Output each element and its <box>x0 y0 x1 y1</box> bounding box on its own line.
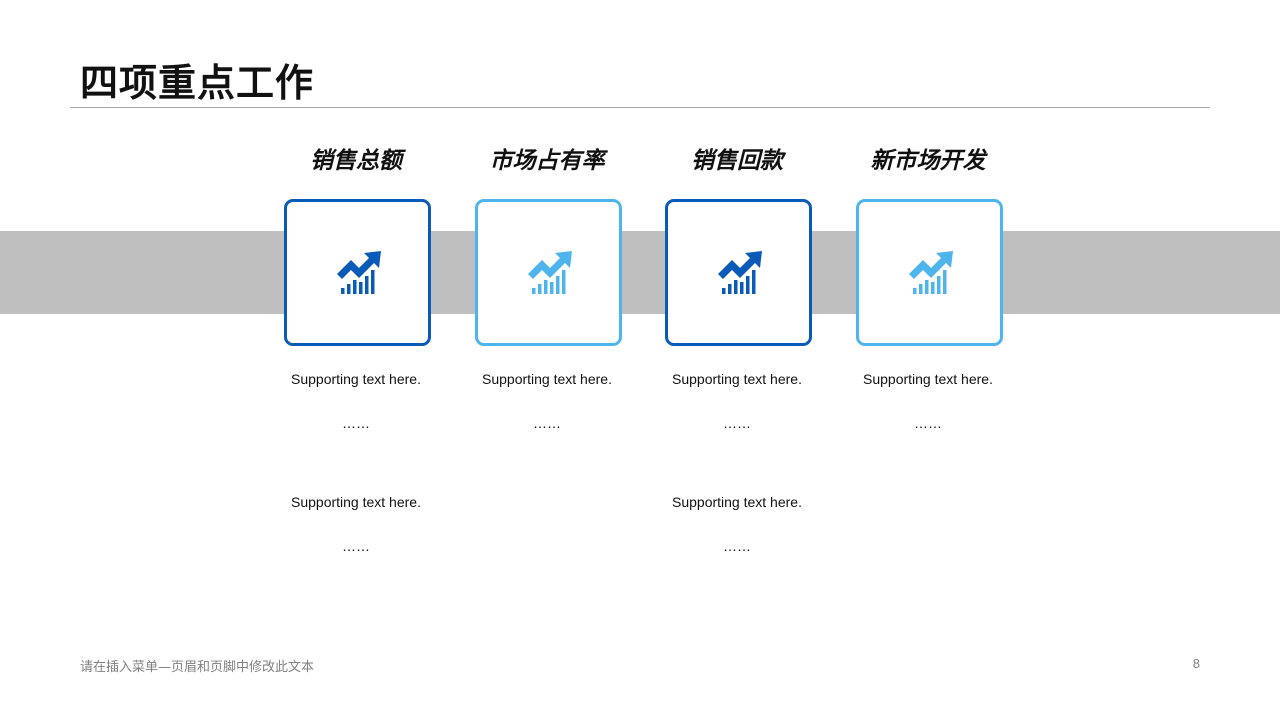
supporting-text: Supporting text here. <box>672 494 802 510</box>
work-item-title: 新市场开发 <box>870 148 986 174</box>
ellipsis-text: …… <box>533 415 561 431</box>
work-item-market-share: 市场占有率 Supporting text here. …… <box>447 138 647 431</box>
trend-chart-icon <box>527 250 572 294</box>
ellipsis-text: …… <box>342 415 370 431</box>
slide-title: 四项重点工作 <box>80 61 315 105</box>
supporting-text: Supporting text here. <box>672 371 802 387</box>
work-item-supporting-text: Supporting text here. …… Supporting text… <box>256 368 456 557</box>
work-item-supporting-text: Supporting text here. …… Supporting text… <box>637 368 837 557</box>
trend-chart-icon <box>908 250 953 294</box>
ellipsis-text: …… <box>342 538 370 554</box>
page-number: 8 <box>1192 656 1200 671</box>
gray-band <box>0 231 1280 314</box>
footer-text: 请在插入菜单—页眉和页脚中修改此文本 <box>80 660 315 675</box>
supporting-text: Supporting text here. <box>291 494 421 510</box>
trend-chart-icon <box>717 250 762 294</box>
title-divider <box>70 107 1210 108</box>
work-item-new-market: 新市场开发 Supporting text here. …… <box>828 138 1028 431</box>
work-item-card <box>475 199 622 346</box>
supporting-text: Supporting text here. <box>863 371 993 387</box>
work-item-sales-total: 销售总额 Supporting text here. …… Supporting… <box>256 138 456 554</box>
supporting-text: Supporting text here. <box>291 371 421 387</box>
work-item-card <box>284 199 431 346</box>
work-item-supporting-text: Supporting text here. …… <box>828 368 1028 434</box>
work-item-title: 销售总额 <box>310 148 402 174</box>
work-item-title: 市场占有率 <box>489 148 605 174</box>
ellipsis-text: …… <box>723 415 751 431</box>
work-item-sales-collection: 销售回款 Supporting text here. …… Supporting… <box>637 138 837 554</box>
work-item-card <box>856 199 1003 346</box>
ellipsis-text: …… <box>914 415 942 431</box>
ellipsis-text: …… <box>723 538 751 554</box>
work-item-title: 销售回款 <box>691 148 783 174</box>
supporting-text: Supporting text here. <box>482 371 612 387</box>
work-item-supporting-text: Supporting text here. …… <box>447 368 647 434</box>
work-item-card <box>665 199 812 346</box>
trend-chart-icon <box>336 250 381 294</box>
